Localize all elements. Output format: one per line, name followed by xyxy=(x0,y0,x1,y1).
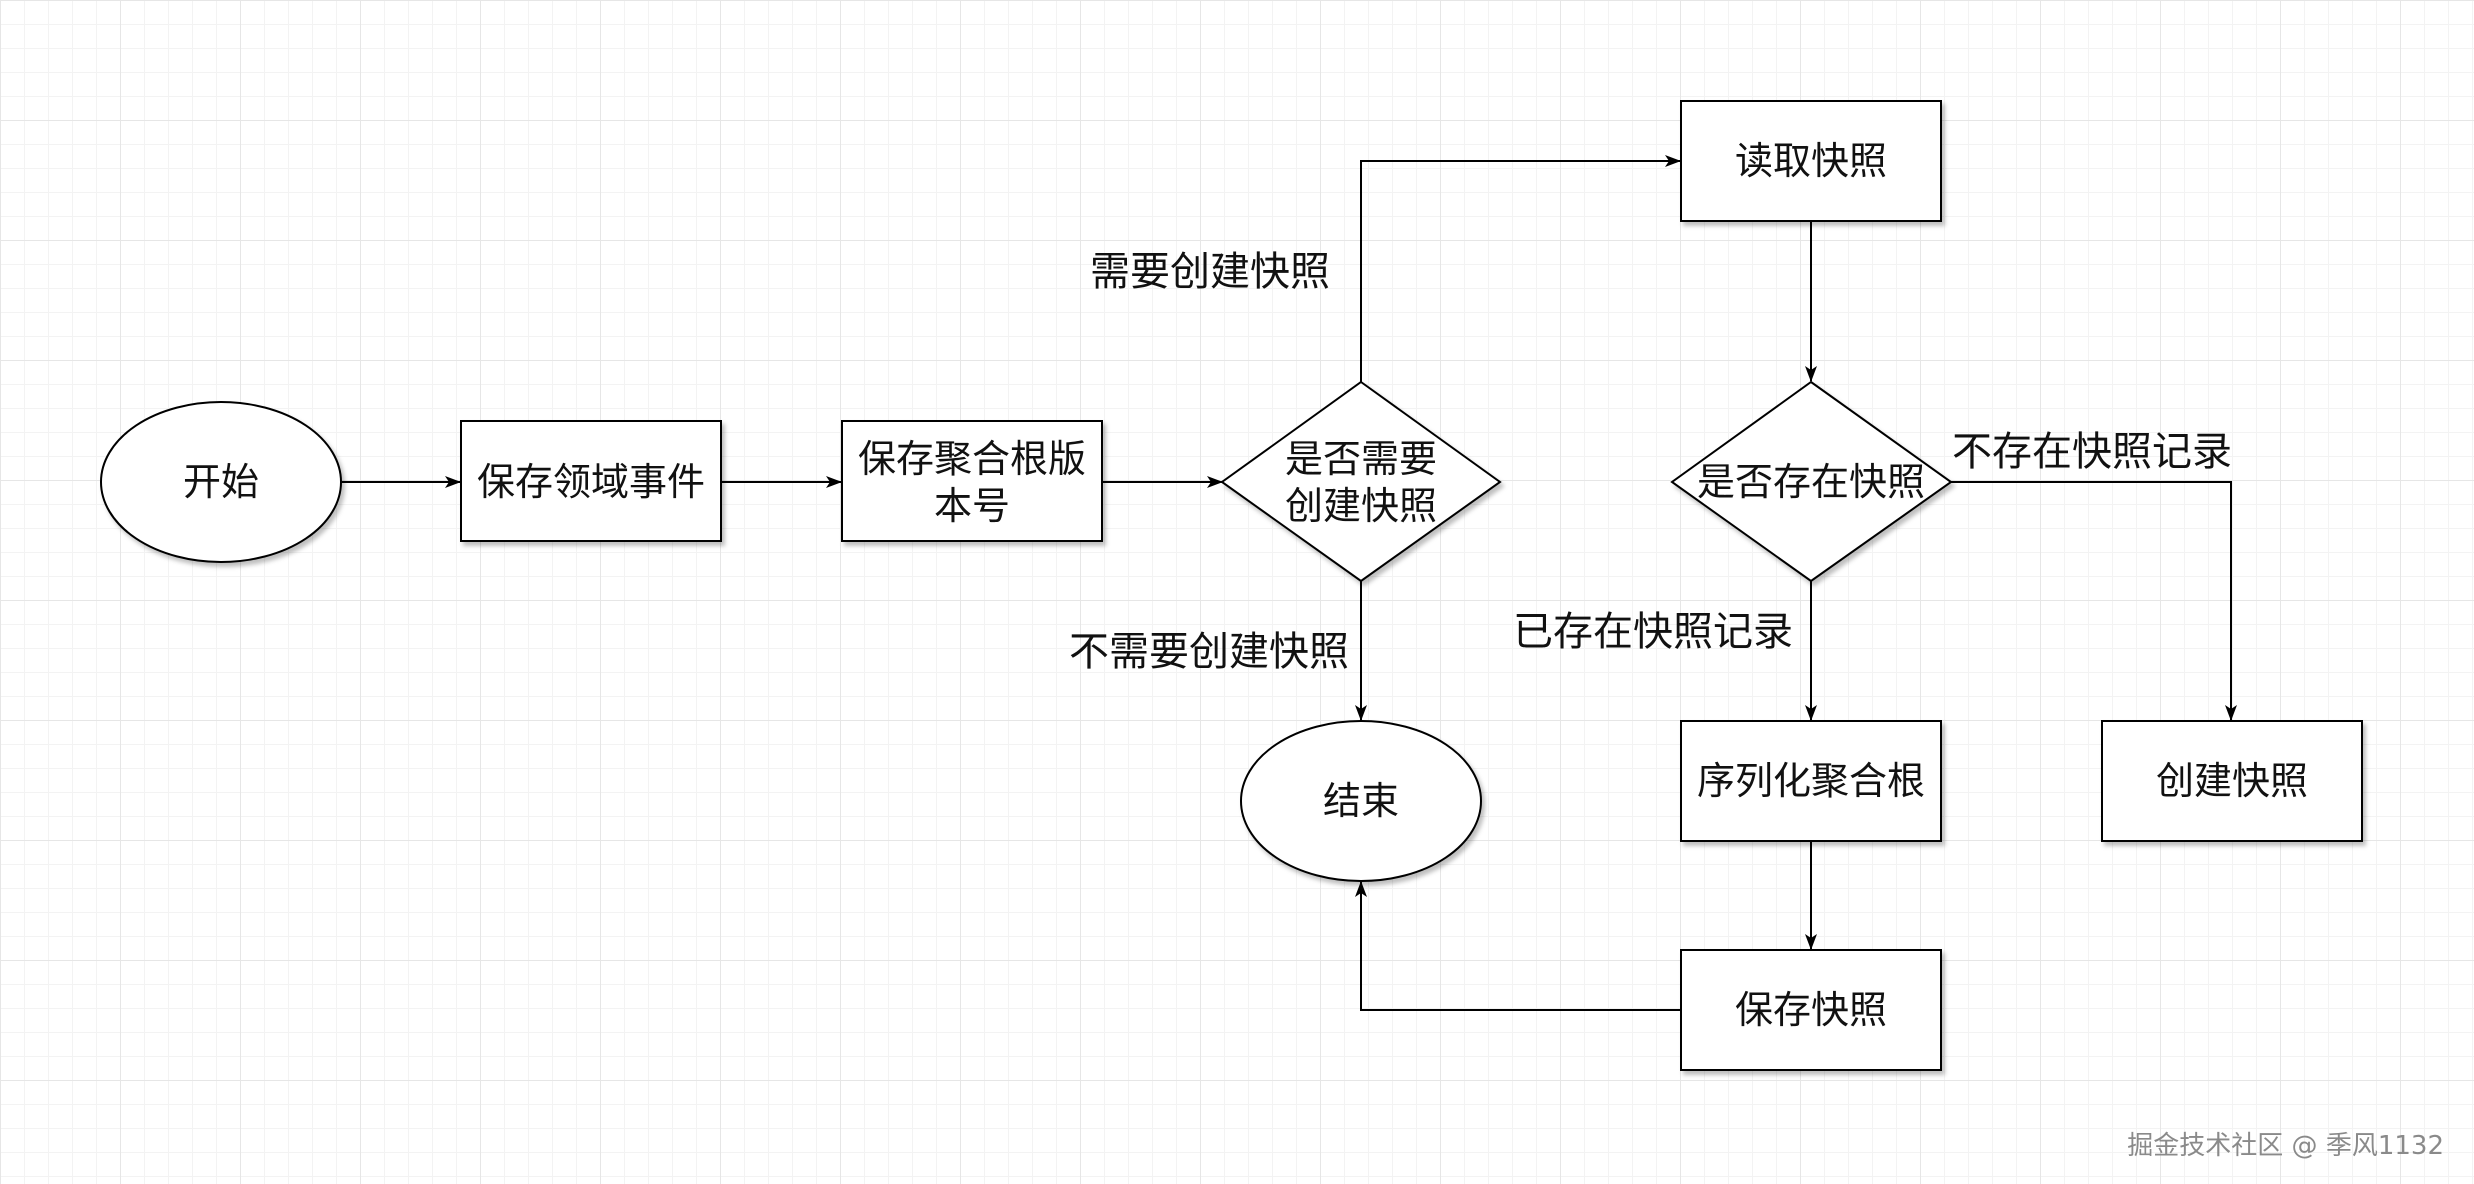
need-snapshot-label-line2: 创建快照 xyxy=(1285,484,1437,528)
edge-save-snapshot-to-end xyxy=(1355,881,1680,1011)
start-node: 开始 xyxy=(100,401,342,563)
save-snapshot-label: 保存快照 xyxy=(1735,988,1887,1032)
edge-label-not-exists: 不存在快照记录 xyxy=(1952,429,2232,475)
edge-exists-to-create xyxy=(1951,481,2237,721)
serialize-label: 序列化聚合根 xyxy=(1697,759,1925,803)
save-version-node: 保存聚合根版 本号 xyxy=(841,420,1103,542)
need-snapshot-decision: 是否需要 创建快照 xyxy=(1220,380,1502,583)
exists-snapshot-label: 是否存在快照 xyxy=(1697,460,1925,504)
edge-decision-to-read-snapshot xyxy=(1360,155,1681,382)
watermark: 掘金技术社区 @ 季风1132 xyxy=(2127,1131,2444,1161)
need-snapshot-label-line1: 是否需要 xyxy=(1285,437,1437,481)
save-version-label-line1: 保存聚合根版 xyxy=(858,437,1086,481)
read-snapshot-label: 读取快照 xyxy=(1735,139,1887,183)
edge-label-need: 需要创建快照 xyxy=(1090,249,1330,295)
create-snapshot-label: 创建快照 xyxy=(2156,759,2308,803)
serialize-node: 序列化聚合根 xyxy=(1680,720,1942,842)
save-events-label: 保存领域事件 xyxy=(477,460,705,504)
edges xyxy=(342,155,2237,1011)
end-node: 结束 xyxy=(1240,720,1482,882)
save-version-label-line2: 本号 xyxy=(934,484,1010,528)
start-label: 开始 xyxy=(183,460,259,504)
exists-snapshot-decision: 是否存在快照 xyxy=(1670,380,1953,583)
edge-label-no-need: 不需要创建快照 xyxy=(1069,629,1349,675)
create-snapshot-node: 创建快照 xyxy=(2101,720,2363,842)
read-snapshot-node: 读取快照 xyxy=(1680,100,1942,222)
save-snapshot-node: 保存快照 xyxy=(1680,949,1942,1071)
end-label: 结束 xyxy=(1323,779,1399,823)
edge-label-exists: 已存在快照记录 xyxy=(1513,609,1793,655)
save-events-node: 保存领域事件 xyxy=(460,420,722,542)
